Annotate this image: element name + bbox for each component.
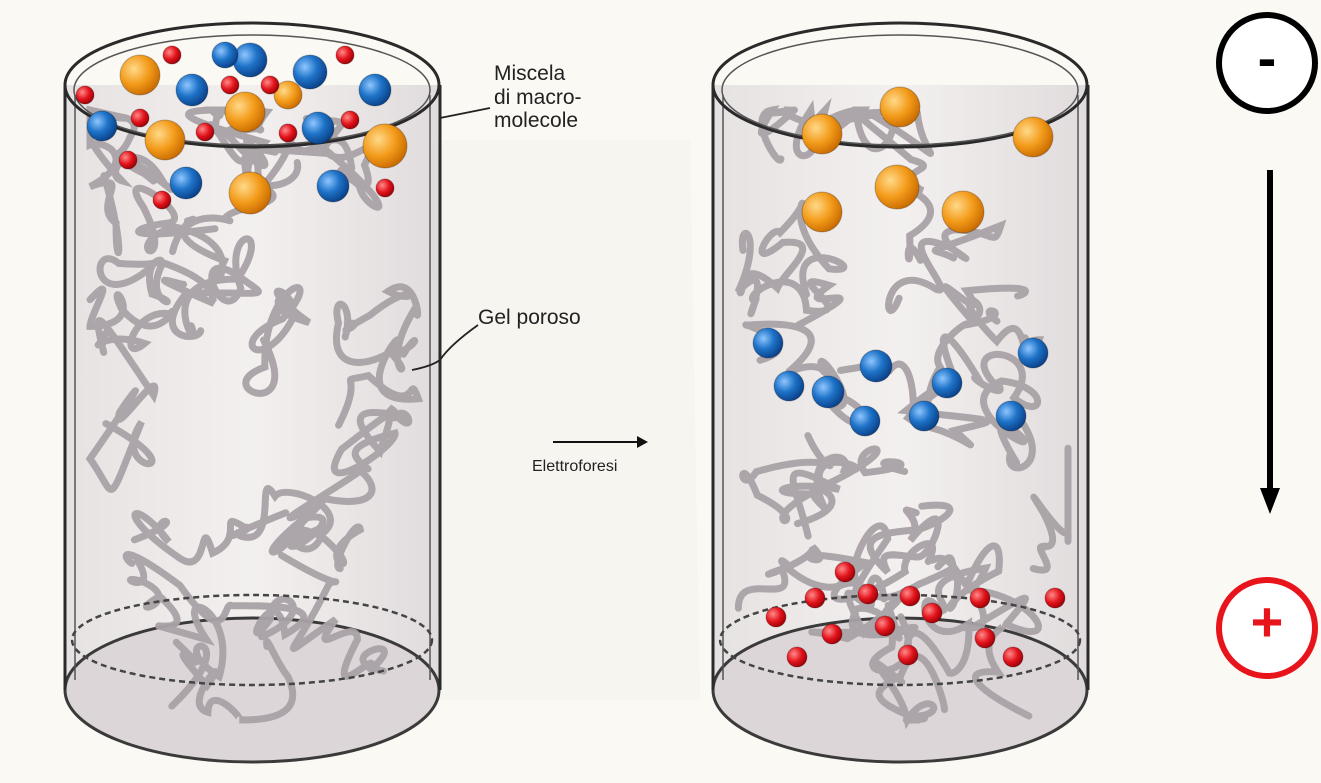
blue-molecule (176, 74, 208, 106)
red-molecule (153, 191, 171, 209)
orange-molecule (802, 114, 842, 154)
red-molecule (787, 647, 807, 667)
red-molecule (196, 123, 214, 141)
red-molecule (805, 588, 825, 608)
orange-molecule (942, 191, 984, 233)
red-molecule (221, 76, 239, 94)
red-molecule (922, 603, 942, 623)
red-molecule (76, 86, 94, 104)
orange-molecule (120, 55, 160, 95)
blue-molecule (753, 328, 783, 358)
positive-electrode-sign: + (1227, 592, 1307, 652)
mixture-label: Miscela di macro- molecole (494, 62, 582, 133)
red-molecule (975, 628, 995, 648)
arrow-down-icon (1260, 170, 1280, 514)
red-molecule (279, 124, 297, 142)
blue-molecule (850, 406, 880, 436)
electrophoresis-label: Elettroforesi (532, 458, 617, 476)
blue-molecule (860, 350, 892, 382)
red-molecule (835, 562, 855, 582)
red-molecule (1045, 588, 1065, 608)
red-molecule (376, 179, 394, 197)
blue-molecule (87, 111, 117, 141)
blue-molecule (170, 167, 202, 199)
orange-molecule (875, 165, 919, 209)
blue-molecule (293, 55, 327, 89)
negative-electrode-sign: - (1227, 28, 1307, 88)
background-shape (430, 140, 700, 700)
orange-molecule (225, 92, 265, 132)
leader-line-mixture (440, 108, 490, 118)
red-molecule (336, 46, 354, 64)
blue-molecule (812, 376, 844, 408)
red-molecule (898, 645, 918, 665)
gel-label: Gel poroso (478, 306, 581, 330)
orange-molecule (229, 172, 271, 214)
orange-molecule (145, 120, 185, 160)
orange-molecule (880, 87, 920, 127)
blue-molecule (212, 42, 238, 68)
blue-molecule (909, 401, 939, 431)
orange-molecule (363, 124, 407, 168)
red-molecule (341, 111, 359, 129)
tube-before (65, 23, 440, 762)
red-molecule (1003, 647, 1023, 667)
red-molecule (131, 109, 149, 127)
blue-molecule (1018, 338, 1048, 368)
blue-molecule (233, 43, 267, 77)
red-molecule (970, 588, 990, 608)
red-molecule (858, 584, 878, 604)
red-molecule (119, 151, 137, 169)
red-molecule (163, 46, 181, 64)
orange-molecule (802, 192, 842, 232)
blue-molecule (996, 401, 1026, 431)
red-molecule (261, 76, 279, 94)
orange-molecule (1013, 117, 1053, 157)
tube-after (713, 23, 1088, 762)
red-molecule (766, 607, 786, 627)
red-molecule (875, 616, 895, 636)
blue-molecule (932, 368, 962, 398)
blue-molecule (302, 112, 334, 144)
blue-molecule (317, 170, 349, 202)
blue-molecule (774, 371, 804, 401)
tube-bottom (65, 618, 439, 762)
red-molecule (900, 586, 920, 606)
red-molecule (822, 624, 842, 644)
blue-molecule (359, 74, 391, 106)
